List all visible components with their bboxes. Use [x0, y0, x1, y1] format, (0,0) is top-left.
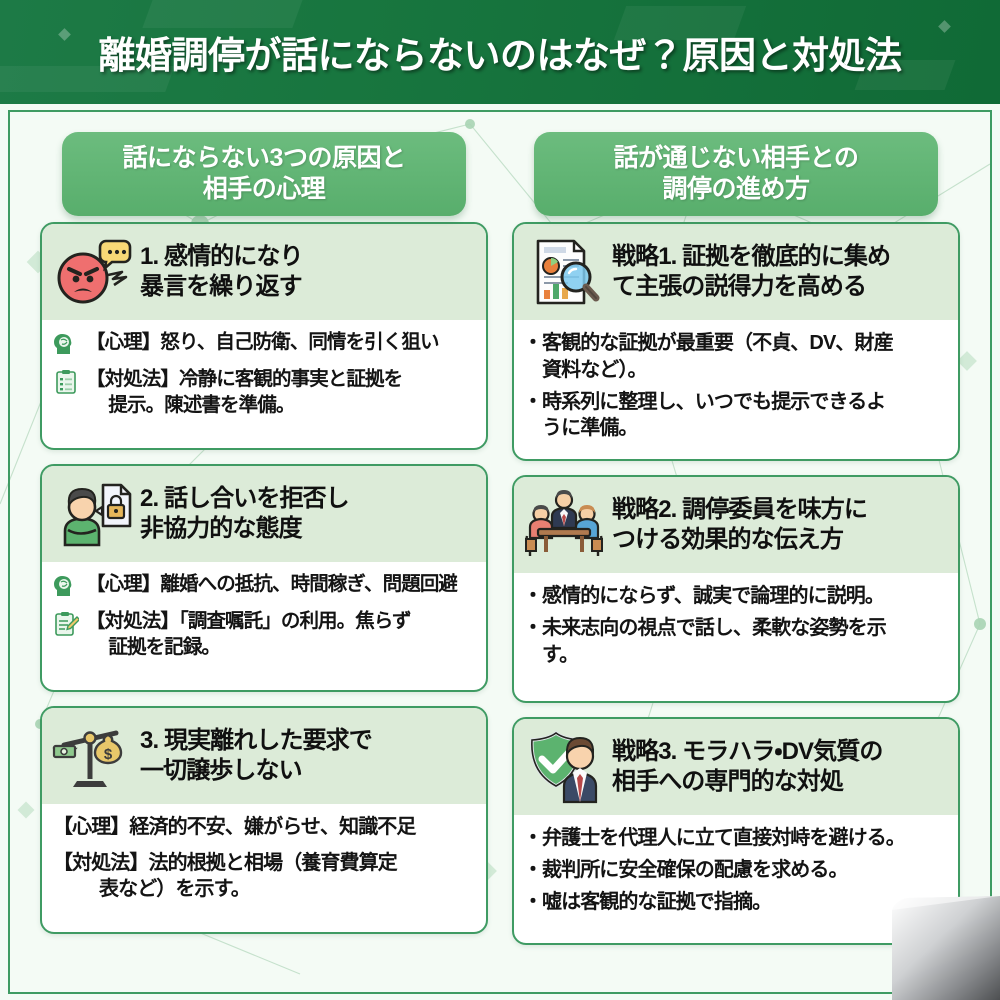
countermeasure-row: 【対処法】法的根拠と相場（養育費算定 表など）を示す。 [53, 850, 473, 903]
card-title-line2: て主張の説得力を高める [612, 273, 867, 300]
list-item: 時系列に整理し、いつでも提示できるよ うに準備。 [523, 389, 945, 443]
card-cause-2[interactable]: 2. 話し合いを拒否し 非協力的な態度 [40, 464, 488, 692]
card-title: 2. 話し合いを拒否し 非協力的な態度 [140, 484, 474, 544]
card-title-line2: 相手への専門的な対処 [612, 768, 844, 796]
card-title-line2: 一切譲歩しない [140, 757, 303, 784]
card-header: 戦略2. 調停委員を味方に つける効果的な伝え方 [514, 477, 958, 574]
clipboard-pencil-icon [53, 611, 81, 637]
right-column-banner: 話が通じない相手との 調停の進め方 [534, 132, 938, 216]
card-body: 客観的な証拠が最重要（不貞、DV、財産 資料など）。 時系列に整理し、いつでも提… [514, 320, 958, 459]
right-banner-line2: 調停の進め方 [662, 174, 810, 203]
card-strategy-2[interactable]: 戦略2. 調停委員を味方に つける効果的な伝え方 感情的にならず、誠実で論理的に… [512, 475, 960, 704]
brain-head-icon [53, 574, 79, 600]
countermeasure-text: 【対処法】法的根拠と相場（養育費算定 表など）を示す。 [53, 851, 398, 901]
psychology-text: 【心理】怒り、自己防衛、同情を引く狙い [86, 331, 440, 353]
brain-head-icon [53, 332, 79, 358]
card-body: 感情的にならず、誠実で論理的に説明。 未来志向の視点で話し、柔軟な姿勢を示 す。 [514, 573, 958, 701]
mediation-table-icon [524, 488, 604, 562]
card-title: 1. 感情的になり 暴言を繰り返す [140, 242, 474, 302]
card-header: $ 3. 現実離れした要求で 一切譲歩しない [42, 708, 486, 804]
list-item: 裁判所に安全確保の配慮を求める。 [523, 857, 945, 884]
card-header: 1. 感情的になり 暴言を繰り返す [42, 224, 486, 320]
page-title: 離婚調停が話にならないのはなぜ？原因と対処法 [98, 35, 903, 76]
card-title-line1: 1. 感情的になり [140, 242, 303, 270]
card-strategy-1[interactable]: 戦略1. 証拠を徹底的に集め て主張の説得力を高める 客観的な証拠が最重要（不貞… [512, 222, 960, 462]
shield-lawyer-icon [524, 730, 604, 804]
countermeasure-row: 【対処法】冷静に客観的事実と証拠を 提示。陳述書を準備。 [53, 367, 473, 419]
card-title: 3. 現実離れした要求で 一切譲歩しない [140, 726, 474, 786]
person-lock-document-icon [52, 477, 132, 551]
countermeasure-text: 【対処法】「調査嘱託」の利用。焦らず 証拠を記録。 [86, 610, 412, 658]
right-column: 話が通じない相手との 調停の進め方 [512, 132, 960, 986]
bullet-list: 客観的な証拠が最重要（不貞、DV、財産 資料など）。 時系列に整理し、いつでも提… [523, 330, 945, 443]
left-banner-line2: 相手の心理 [202, 174, 326, 203]
card-cause-3[interactable]: $ 3. 現実離れした要求で 一切譲歩しない 【心理】経済的 [40, 706, 488, 934]
card-title-line2: 暴言を繰り返す [140, 273, 303, 300]
balance-scale-money-icon: $ [52, 719, 132, 793]
card-title-line2: 非協力的な態度 [140, 515, 303, 542]
card-strategy-3[interactable]: 戦略3. モラハラ・DV気質の 相手への専門的な対処 弁護士を代理人に立て直接対… [512, 717, 960, 946]
left-banner-line1: 話にならない3つの原因と [122, 144, 406, 172]
psychology-row: 【心理】離婚への抵抗、時間稼ぎ、問題回避 [53, 572, 473, 600]
card-cause-1[interactable]: 1. 感情的になり 暴言を繰り返す [40, 222, 488, 450]
poster-body: 話にならない3つの原因と 相手の心理 [0, 104, 1000, 1000]
svg-text:$: $ [104, 746, 113, 763]
page-header: 離婚調停が話にならないのはなぜ？原因と対処法 [0, 0, 1000, 104]
card-title: 戦略1. 証拠を徹底的に集め て主張の説得力を高める [612, 242, 946, 302]
countermeasure-row: 【対処法】「調査嘱託」の利用。焦らず 証拠を記録。 [53, 609, 473, 661]
card-title-line1: 戦略3. モラハラ・DV気質の [612, 737, 883, 765]
card-header: 戦略3. モラハラ・DV気質の 相手への専門的な対処 [514, 719, 958, 816]
card-header: 2. 話し合いを拒否し 非協力的な態度 [42, 466, 486, 562]
header-decoration-dot [58, 28, 71, 41]
psychology-row: 【心理】経済的不安、嫌がらせ、知識不足 [53, 814, 473, 841]
card-body: 【心理】離婚への抵抗、時間稼ぎ、問題回避 [42, 562, 486, 690]
countermeasure-text: 【対処法】冷静に客観的事実と証拠を 提示。陳述書を準備。 [86, 368, 403, 416]
psychology-text: 【心理】離婚への抵抗、時間稼ぎ、問題回避 [86, 573, 458, 595]
left-column-banner: 話にならない3つの原因と 相手の心理 [62, 132, 466, 216]
bullet-list: 感情的にならず、誠実で論理的に説明。 未来志向の視点で話し、柔軟な姿勢を示 す。 [523, 583, 945, 669]
card-title: 戦略3. モラハラ・DV気質の 相手への専門的な対処 [612, 737, 946, 797]
left-card-list: 1. 感情的になり 暴言を繰り返す [40, 222, 488, 934]
card-title-line1: 戦略1. 証拠を徹底的に集め [612, 242, 891, 270]
list-item: 客観的な証拠が最重要（不貞、DV、財産 資料など）。 [523, 330, 945, 384]
card-body: 【心理】怒り、自己防衛、同情を引く狙い [42, 320, 486, 448]
list-item: 感情的にならず、誠実で論理的に説明。 [523, 583, 945, 610]
card-header: 戦略1. 証拠を徹底的に集め て主張の説得力を高める [514, 224, 958, 320]
card-title: 戦略2. 調停委員を味方に つける効果的な伝え方 [612, 495, 946, 555]
right-card-list: 戦略1. 証拠を徹底的に集め て主張の説得力を高める 客観的な証拠が最重要（不貞… [512, 222, 960, 946]
header-decoration-stripe [142, 0, 308, 28]
document-magnifier-icon [524, 235, 604, 309]
list-item: 嘘は客観的な証拠で指摘。 [523, 889, 945, 916]
card-title-line2: つける効果的な伝え方 [612, 526, 844, 554]
card-body: 【心理】経済的不安、嫌がらせ、知識不足 【対処法】法的根拠と相場（養育費算定 表… [42, 804, 486, 932]
clipboard-icon [53, 369, 79, 395]
card-body: 弁護士を代理人に立て直接対峙を避ける。 裁判所に安全確保の配慮を求める。 嘘は客… [514, 815, 958, 943]
bullet-list: 弁護士を代理人に立て直接対峙を避ける。 裁判所に安全確保の配慮を求める。 嘘は客… [523, 825, 945, 916]
left-column: 話にならない3つの原因と 相手の心理 [40, 132, 488, 986]
psychology-row: 【心理】怒り、自己防衛、同情を引く狙い [53, 330, 473, 358]
columns-container: 話にならない3つの原因と 相手の心理 [16, 126, 984, 986]
card-title-line1: 戦略2. 調停委員を味方に [612, 495, 868, 523]
list-item: 未来志向の視点で話し、柔軟な姿勢を示 す。 [523, 615, 945, 669]
header-decoration-dot [938, 20, 951, 33]
right-banner-line1: 話が通じない相手との [613, 144, 859, 172]
list-item: 弁護士を代理人に立て直接対峙を避ける。 [523, 825, 945, 852]
psychology-text: 【心理】経済的不安、嫌がらせ、知識不足 [53, 816, 416, 838]
angry-face-icon [52, 235, 132, 309]
card-title-line1: 2. 話し合いを拒否し [140, 484, 350, 512]
card-title-line1: 3. 現実離れした要求で [140, 726, 373, 754]
